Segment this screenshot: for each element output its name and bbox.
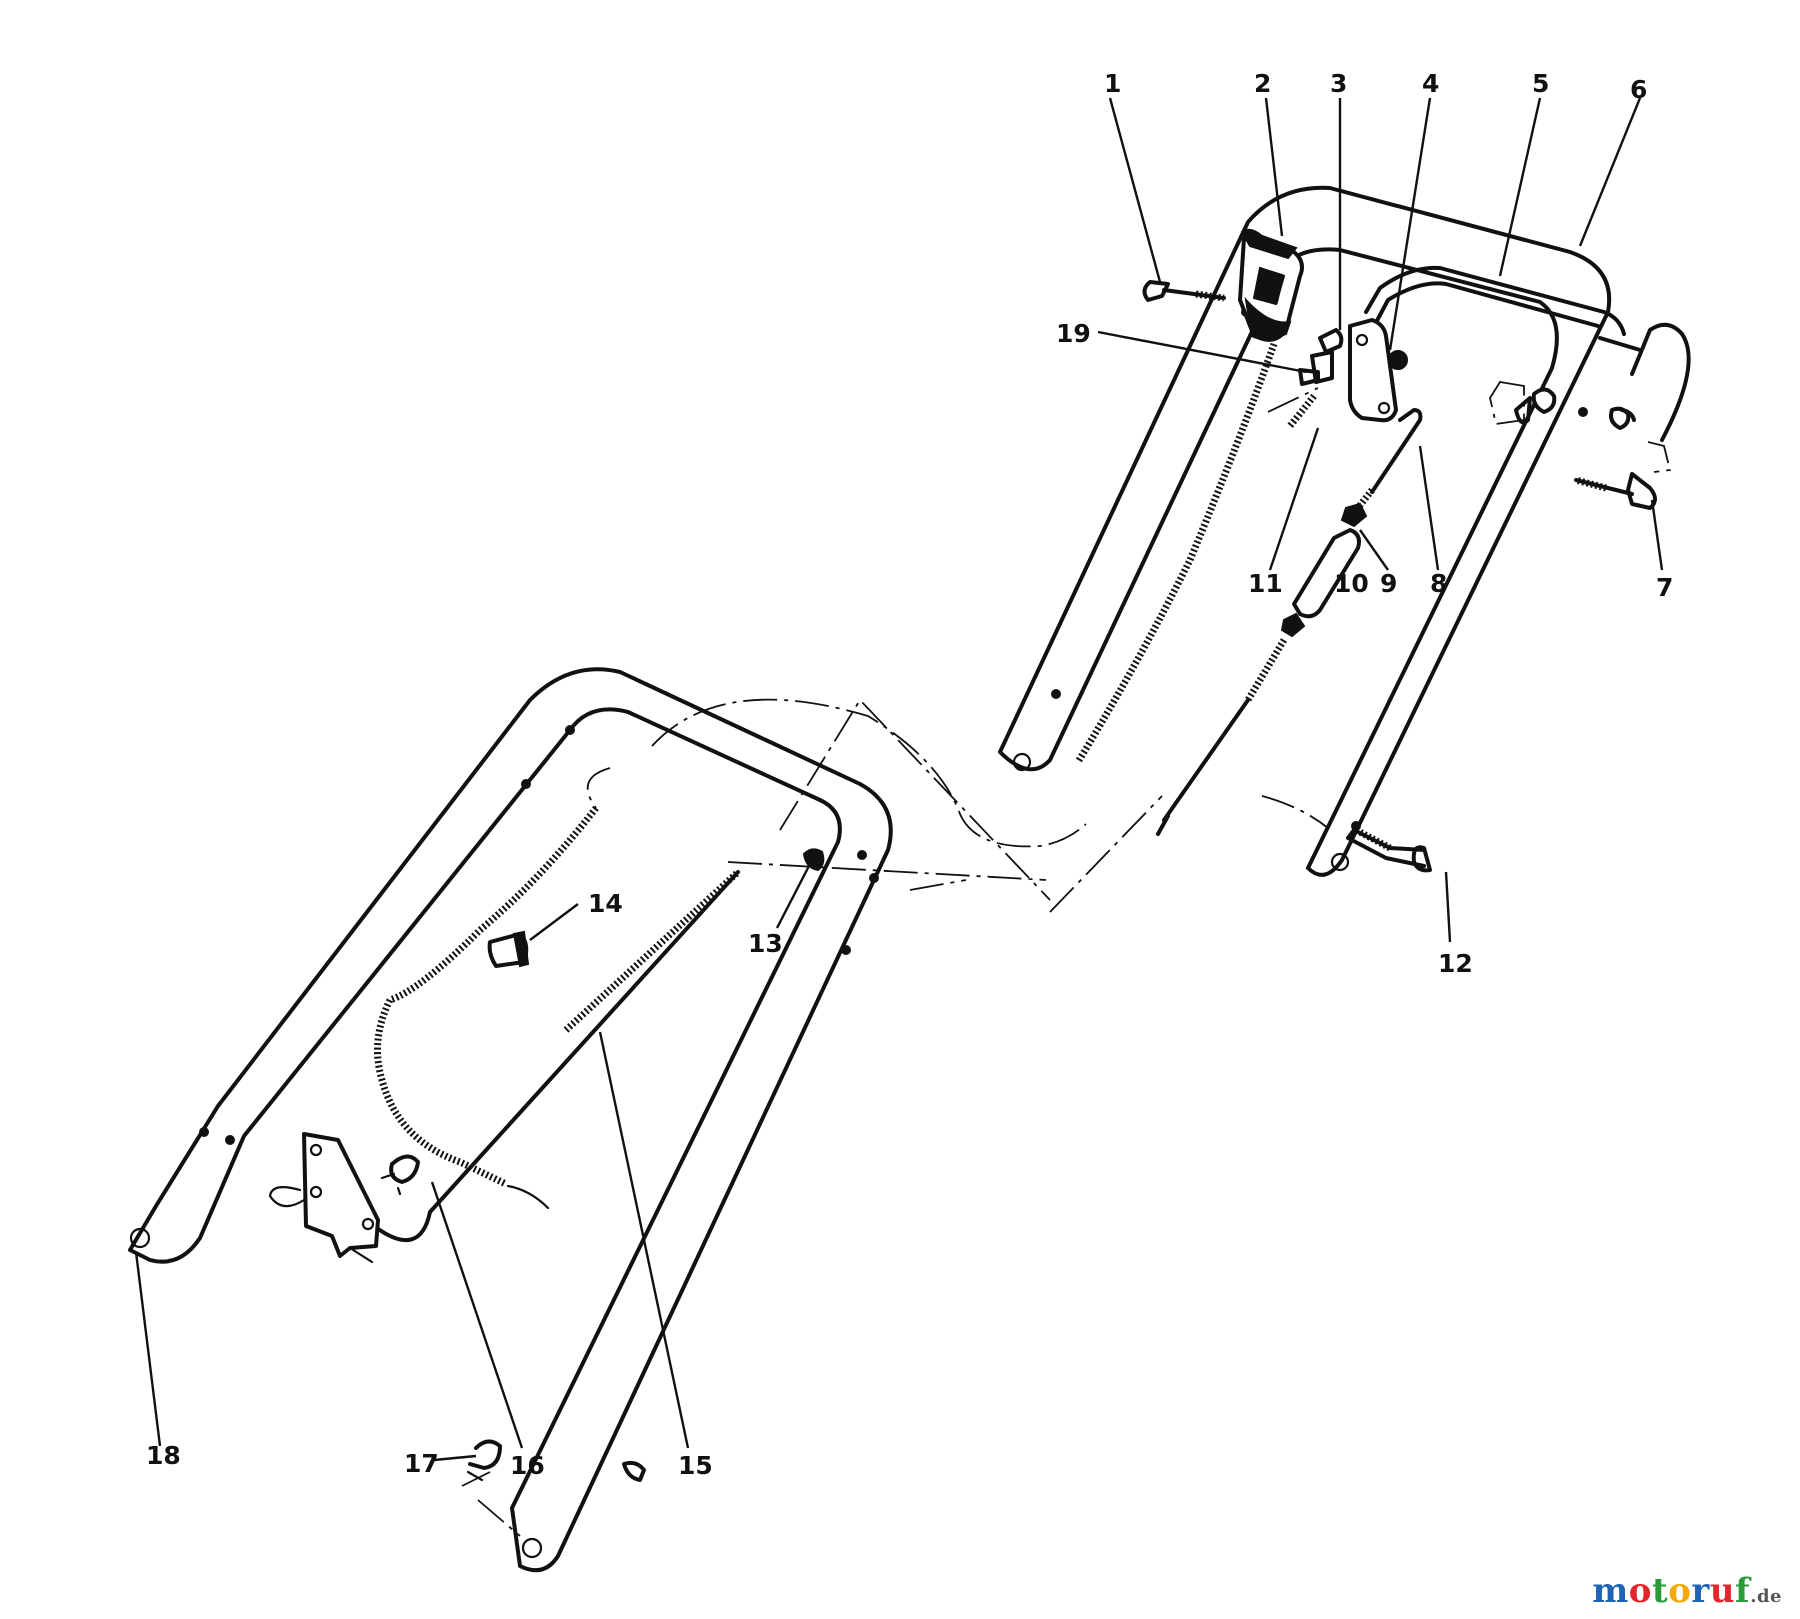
watermark-letter: o <box>1628 1571 1652 1611</box>
callout-3: 3 <box>1330 69 1347 98</box>
callout-15: 15 <box>678 1451 713 1480</box>
callout-5: 5 <box>1532 69 1549 98</box>
callout-14: 14 <box>588 889 623 918</box>
callout-2: 2 <box>1254 69 1271 98</box>
bolt-1 <box>1142 280 1226 302</box>
watermark-letter: o <box>1668 1571 1692 1611</box>
mounting-plate <box>268 1132 380 1264</box>
callout-7: 7 <box>1656 573 1673 602</box>
callout-13: 13 <box>748 929 783 958</box>
watermark-letter: r <box>1691 1571 1710 1611</box>
watermark-letter: u <box>1709 1571 1736 1611</box>
watermark-logo: motoruf.de <box>1592 1571 1782 1611</box>
leader-lines <box>134 97 1664 1462</box>
bolt-7 <box>1574 472 1657 510</box>
callout-12: 12 <box>1438 949 1473 978</box>
callout-18: 18 <box>146 1441 181 1470</box>
control-housing <box>1238 228 1304 342</box>
callout-6: 6 <box>1630 75 1647 104</box>
callout-19: 19 <box>1056 319 1091 348</box>
watermark-letter: .de <box>1750 1586 1782 1607</box>
control-rod <box>1156 408 1423 836</box>
callout-16: 16 <box>510 1451 545 1480</box>
callout-8: 8 <box>1430 569 1447 598</box>
lower-cable <box>372 805 741 1243</box>
control-cable <box>1075 342 1278 764</box>
callout-17: 17 <box>404 1449 439 1478</box>
watermark-letter: f <box>1735 1571 1751 1611</box>
callout-1: 1 <box>1104 69 1121 98</box>
lower-handle <box>128 667 893 1573</box>
bracket <box>1348 318 1408 423</box>
callout-11: 11 <box>1248 569 1283 598</box>
watermark-letter: m <box>1592 1571 1629 1611</box>
callout-9: 9 <box>1380 569 1397 598</box>
control-bar <box>1364 265 1626 336</box>
callout-4: 4 <box>1422 69 1439 98</box>
callout-10: 10 <box>1334 569 1369 598</box>
bolt-12 <box>1346 826 1432 873</box>
watermark-letter: t <box>1651 1571 1669 1611</box>
